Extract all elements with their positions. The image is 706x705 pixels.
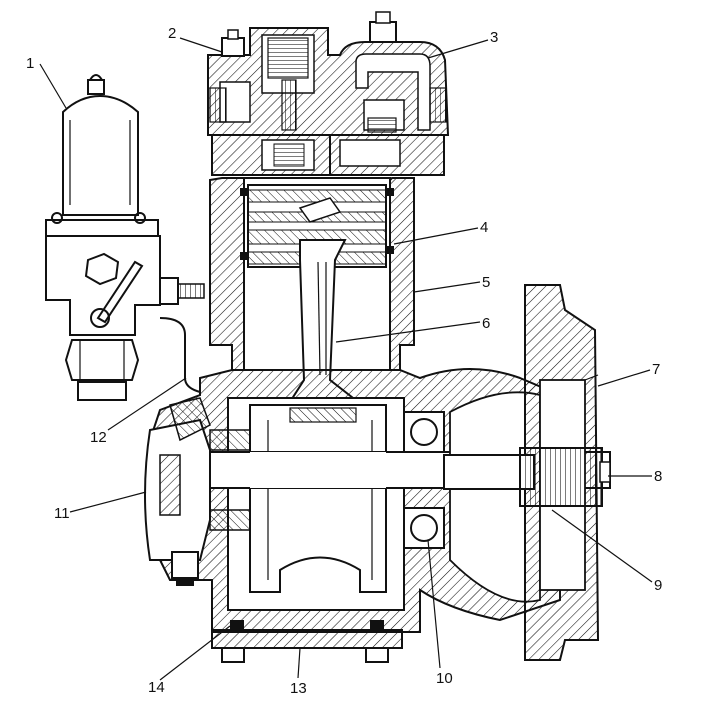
end-cover: [144, 397, 211, 586]
callout-11: 11: [54, 505, 70, 522]
callout-14: 14: [148, 679, 165, 696]
callout-3: 3: [490, 29, 498, 46]
cylinder-head: [207, 11, 450, 176]
callout-9: 9: [654, 577, 662, 594]
governor-assembly: [45, 74, 205, 401]
callout-5: 5: [482, 274, 490, 291]
leader-lines: [39, 37, 653, 681]
callout-1: 1: [26, 55, 34, 72]
callout-10: 10: [436, 670, 453, 687]
callout-2: 2: [168, 25, 176, 42]
callout-7: 7: [652, 361, 660, 378]
callout-13: 13: [290, 680, 307, 697]
cylinder-block: [209, 177, 415, 406]
callout-12: 12: [90, 429, 107, 446]
callout-4: 4: [480, 219, 488, 236]
callout-8: 8: [654, 468, 662, 485]
bottom-cover: [211, 620, 403, 663]
callout-6: 6: [482, 315, 490, 332]
drive-shaft: [443, 447, 611, 507]
crankcase: [149, 368, 611, 633]
